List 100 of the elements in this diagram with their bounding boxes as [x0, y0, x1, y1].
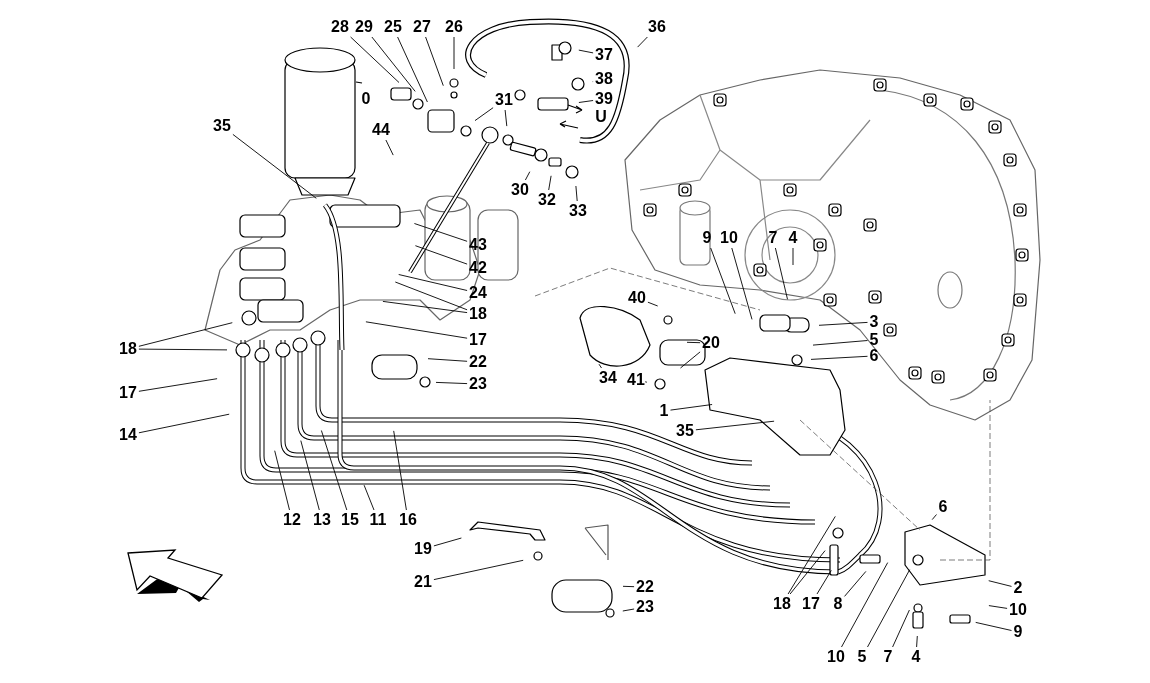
- leader-line: [425, 36, 444, 87]
- leader-line: [680, 351, 701, 369]
- leader-line: [670, 404, 713, 411]
- callout-number: 8: [833, 595, 843, 613]
- callout-number: 26: [445, 18, 463, 36]
- leader-line: [474, 107, 494, 122]
- callout-number: 1: [659, 402, 669, 420]
- callout-number: 18: [773, 595, 791, 613]
- leader-line: [789, 550, 826, 595]
- leader-line: [350, 36, 400, 83]
- callout-number: 17: [802, 595, 820, 613]
- callout-number: 41: [627, 371, 645, 389]
- callout-number: 43: [469, 236, 487, 254]
- leader-line: [731, 247, 753, 320]
- leader-line: [232, 133, 317, 199]
- leader-line: [504, 109, 508, 127]
- callout-number: 36: [648, 18, 666, 36]
- callout-number: 42: [469, 259, 487, 277]
- callout-number: 14: [119, 426, 137, 444]
- callout-number: 9: [1013, 623, 1023, 641]
- callout-number: 3: [869, 313, 879, 331]
- leader-line: [637, 36, 648, 48]
- leader-line: [988, 605, 1008, 609]
- callout-number: 22: [636, 578, 654, 596]
- callout-number: 10: [720, 229, 738, 247]
- leader-line: [695, 420, 775, 431]
- leader-line: [382, 300, 468, 314]
- callout-number: 4: [911, 648, 921, 666]
- leader-line: [413, 223, 468, 242]
- leader-line: [686, 341, 701, 344]
- callout-number: 2: [1013, 579, 1023, 597]
- callout-number: 6: [938, 498, 948, 516]
- leader-line: [524, 171, 531, 181]
- callout-number: 6: [869, 347, 879, 365]
- leader-line: [787, 515, 836, 595]
- leader-line: [138, 413, 230, 434]
- callout-number: 7: [883, 648, 893, 666]
- leader-line: [394, 281, 468, 311]
- leader-line: [816, 569, 832, 595]
- callout-number: 33: [569, 202, 587, 220]
- leader-line: [300, 440, 320, 511]
- callout-number: 25: [384, 18, 402, 36]
- callout-number: 35: [676, 422, 694, 440]
- callout-number: 23: [636, 598, 654, 616]
- leader-line: [578, 100, 594, 103]
- leader-line: [138, 322, 233, 347]
- callout-number: 39: [595, 90, 613, 108]
- leader-line: [844, 570, 867, 597]
- leader-line: [916, 635, 918, 648]
- callout-number: 32: [538, 191, 556, 209]
- callout-number: 28: [331, 18, 349, 36]
- leader-line: [647, 301, 659, 307]
- callout-number: 4: [788, 229, 798, 247]
- leader-line: [792, 247, 794, 266]
- callout-number: 5: [857, 648, 867, 666]
- callout-number: U: [595, 108, 607, 126]
- leader-line: [818, 321, 868, 326]
- leader-line: [575, 185, 578, 202]
- leader-line: [363, 484, 375, 511]
- callout-number: 11: [369, 511, 387, 529]
- leader-line: [385, 139, 394, 156]
- leader-line: [433, 559, 524, 581]
- leader-line: [710, 247, 736, 315]
- leader-line: [371, 36, 416, 92]
- leader-line: [453, 36, 455, 70]
- callout-number: 21: [414, 573, 432, 591]
- leader-line: [398, 274, 468, 291]
- leader-line: [598, 363, 602, 369]
- callout-number: 17: [469, 331, 487, 349]
- leader-line: [644, 381, 648, 383]
- callout-number: 44: [372, 121, 390, 139]
- callout-number: 27: [413, 18, 431, 36]
- callout-number: 15: [341, 511, 359, 529]
- leader-line: [393, 430, 407, 511]
- leader-line: [138, 378, 218, 392]
- callout-number: 22: [469, 353, 487, 371]
- callout-number: 0: [361, 90, 371, 108]
- leader-line: [810, 355, 868, 360]
- callout-number: 23: [469, 375, 487, 393]
- leader-line: [414, 245, 468, 265]
- callout-number: 12: [283, 511, 301, 529]
- leader-line: [427, 358, 468, 362]
- leader-line: [435, 381, 468, 385]
- callout-number: 31: [495, 91, 513, 109]
- leader-line: [548, 175, 552, 191]
- callout-number: 17: [119, 384, 137, 402]
- callout-number: 37: [595, 46, 613, 64]
- callout-number: 7: [768, 229, 778, 247]
- callout-number: 19: [414, 540, 432, 558]
- callout-number: 10: [827, 648, 845, 666]
- leader-line: [988, 580, 1012, 587]
- leader-line: [622, 608, 635, 612]
- callout-number: 29: [355, 18, 373, 36]
- callout-number: 38: [595, 70, 613, 88]
- leader-line: [892, 609, 910, 648]
- leader-line: [774, 247, 788, 300]
- leader-line: [867, 569, 911, 648]
- callout-number: 5: [869, 331, 879, 349]
- leader-line: [975, 621, 1012, 631]
- callout-number: 34: [599, 369, 617, 387]
